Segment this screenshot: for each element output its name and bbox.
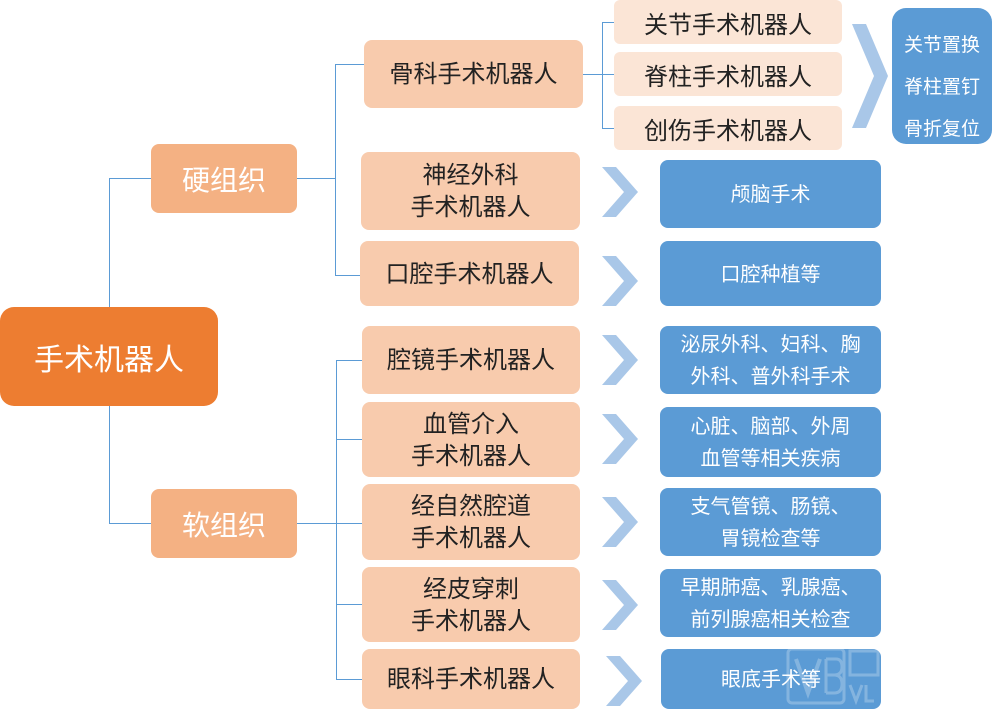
robot-label-line2: 手术机器人 bbox=[411, 524, 531, 552]
robot-label-line1: 血管介入 bbox=[423, 409, 519, 438]
watermark-logo bbox=[786, 647, 880, 706]
chevron-right-icon bbox=[602, 256, 638, 306]
robot-vascular: 血管介入 手术机器人 bbox=[362, 402, 580, 477]
app-label-line1: 泌尿外科、妇科、胸 bbox=[680, 332, 861, 356]
app-percutaneous: 早期肺癌、乳腺癌、 前列腺癌相关检查 bbox=[660, 569, 881, 637]
chevron-right-icon bbox=[602, 580, 638, 630]
chevron-right-icon bbox=[606, 656, 642, 706]
robot-percutaneous: 经皮穿刺 手术机器人 bbox=[362, 567, 580, 642]
robot-label: 眼科手术机器人 bbox=[387, 665, 555, 693]
category-label: 硬组织 bbox=[181, 163, 266, 197]
sub-label: 关节手术机器人 bbox=[644, 10, 812, 39]
robot-label: 骨科手术机器人 bbox=[389, 60, 558, 88]
app-label: 眼底手术等 bbox=[721, 667, 821, 691]
app-label-line2: 血管等相关疾病 bbox=[700, 446, 841, 470]
app-ophthalmic: 眼底手术等 bbox=[661, 649, 881, 709]
app-label-line2: 外科、普外科手术 bbox=[690, 364, 851, 388]
app-label-line1: 关节置换 bbox=[903, 34, 980, 56]
chevron-right-icon bbox=[602, 497, 638, 547]
robot-laparoscopic: 腔镜手术机器人 bbox=[362, 326, 580, 394]
robot-label-line1: 经皮穿刺 bbox=[423, 574, 519, 603]
chevron-right-icon bbox=[852, 24, 888, 128]
app-vascular: 心脏、脑部、外周 血管等相关疾病 bbox=[660, 407, 881, 477]
app-label-line2: 胃镜检查等 bbox=[720, 526, 821, 550]
robot-label-line2: 手术机器人 bbox=[411, 606, 531, 635]
app-label-line2: 脊柱置钉 bbox=[903, 76, 980, 98]
robot-orthopedic: 骨科手术机器人 bbox=[364, 40, 583, 108]
robot-label-line2: 手术机器人 bbox=[411, 441, 531, 470]
root-node: 手术机器人 bbox=[0, 307, 218, 406]
chevron-right-icon bbox=[602, 335, 638, 385]
category-soft-tissue: 软组织 bbox=[151, 489, 297, 558]
chevron-right-icon bbox=[602, 167, 638, 217]
app-natural-orifice: 支气管镜、肠镜、 胃镜检查等 bbox=[660, 488, 881, 556]
category-label: 软组织 bbox=[181, 508, 266, 542]
app-orthopedic: 关节置换 脊柱置钉 骨折复位 bbox=[892, 8, 992, 144]
robot-natural-orifice: 经自然腔道 手术机器人 bbox=[362, 484, 580, 560]
chevron-right-icon bbox=[602, 414, 638, 464]
robot-label: 口腔手术机器人 bbox=[385, 259, 554, 288]
sub-label: 创伤手术机器人 bbox=[644, 116, 812, 145]
app-label-line1: 早期肺癌、乳腺癌、 bbox=[680, 575, 861, 599]
category-hard-tissue: 硬组织 bbox=[151, 144, 297, 213]
app-label: 口腔种植等 bbox=[720, 261, 821, 286]
sub-spine: 脊柱手术机器人 bbox=[614, 52, 842, 96]
robot-neurosurgery: 神经外科 手术机器人 bbox=[361, 152, 580, 230]
app-label-line2: 前列腺癌相关检查 bbox=[690, 607, 851, 631]
sub-joint: 关节手术机器人 bbox=[614, 0, 842, 44]
app-laparoscopic: 泌尿外科、妇科、胸 外科、普外科手术 bbox=[660, 326, 881, 394]
root-label: 手术机器人 bbox=[34, 342, 184, 378]
robot-label-line1: 经自然腔道 bbox=[411, 492, 531, 520]
app-label: 颅脑手术 bbox=[730, 182, 811, 206]
app-label-line3: 骨折复位 bbox=[903, 118, 980, 140]
app-dental: 口腔种植等 bbox=[660, 241, 881, 306]
app-neurosurgery: 颅脑手术 bbox=[660, 160, 881, 228]
robot-ophthalmic: 眼科手术机器人 bbox=[362, 649, 580, 709]
robot-dental: 口腔手术机器人 bbox=[360, 241, 579, 306]
robot-label-line2: 手术机器人 bbox=[410, 193, 531, 221]
robot-label-line1: 神经外科 bbox=[422, 161, 519, 189]
sub-label: 脊柱手术机器人 bbox=[644, 62, 812, 91]
app-label-line1: 心脏、脑部、外周 bbox=[690, 414, 851, 438]
sub-trauma: 创伤手术机器人 bbox=[614, 106, 842, 150]
app-label-line1: 支气管镜、肠镜、 bbox=[690, 494, 851, 518]
robot-label: 腔镜手术机器人 bbox=[387, 346, 555, 374]
